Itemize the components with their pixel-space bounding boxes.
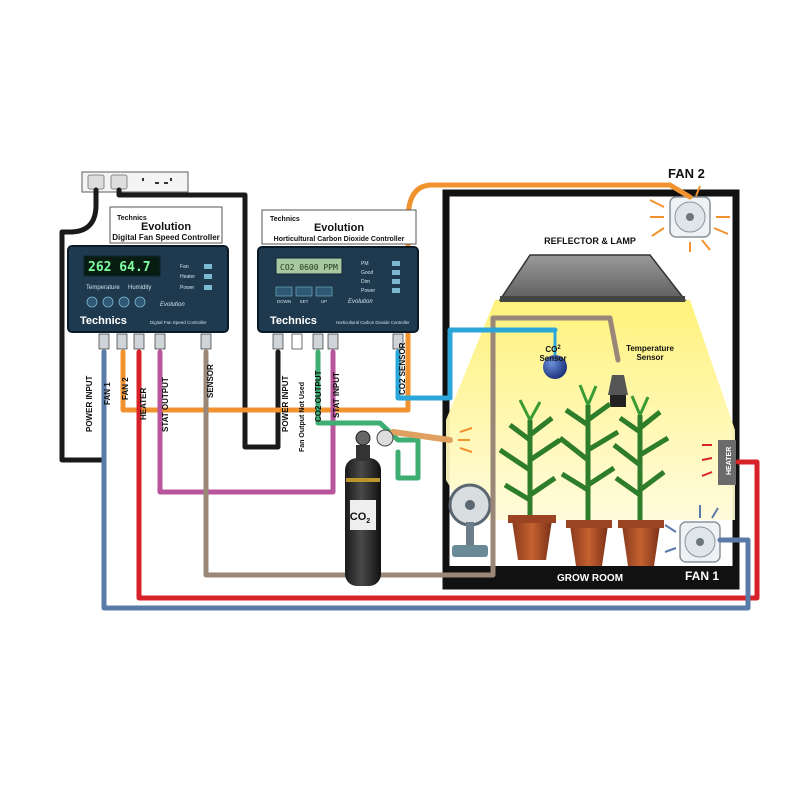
co2-controller-logo: Technics [270, 315, 317, 327]
label-fan-2: FAN 2 [121, 377, 130, 400]
up-button-label: UP [321, 299, 327, 304]
label-fan-1: FAN 1 [103, 382, 112, 405]
co2-controller-ports [272, 333, 404, 350]
plant [612, 395, 670, 566]
fan-controller-brand: Technics [117, 215, 147, 222]
fan-controller-knob[interactable] [118, 296, 130, 308]
set-button-label: SET [300, 299, 309, 304]
power-strip [81, 171, 189, 193]
green-co2-output-cable [315, 349, 421, 481]
up-button[interactable] [315, 286, 333, 297]
co2-outlet-arrows [458, 427, 473, 453]
co2-controller-title: Evolution [314, 222, 364, 234]
plant [498, 399, 562, 560]
fan2-label: FAN 2 [668, 166, 705, 181]
fan2-exhaust: FAN 2 [649, 166, 730, 252]
fan1-label: FAN 1 [685, 569, 719, 583]
fan-controller-ports [98, 333, 212, 350]
label-stat-output: STAT OUTPUT [161, 377, 170, 432]
co2-controller-indicator-dim: Dim [361, 279, 370, 285]
port-power-input-2[interactable] [272, 333, 284, 350]
co2-controller-indicator-ppm: PM [361, 261, 369, 267]
port-co2-sensor[interactable] [392, 333, 404, 350]
co2-controller-indicator-good: Good [361, 270, 373, 276]
fan-controller-subtitle: Digital Fan Speed Controller [112, 233, 220, 242]
red-heater-cable [136, 349, 760, 601]
black-power-cable-2 [116, 187, 281, 450]
down-button-label: DOWN [277, 299, 291, 304]
fan-controller-knobs [86, 296, 146, 308]
port-fan-output-not-used[interactable] [291, 333, 303, 350]
co2-controller-brand: Technics [270, 216, 300, 223]
port-co2-output[interactable] [312, 333, 324, 350]
label-heater: HEATER [139, 387, 148, 420]
fan-controller-logo: Technics [80, 315, 127, 327]
fan1-airflow-arrows [664, 505, 719, 553]
fan-controller-label-temperature: Temperature [86, 285, 120, 291]
fan-controller-knob[interactable] [86, 296, 98, 308]
down-button[interactable] [275, 286, 293, 297]
co2-controller-indicator-power: Power [361, 288, 376, 294]
plants [498, 384, 670, 566]
grey-sensor-cable [203, 315, 621, 578]
label-stat-input: STAT INPUT [332, 372, 341, 418]
co2-tank-label: CO2 [350, 511, 371, 525]
temp-sensor-label-2: Sensor [636, 353, 663, 362]
reflector-lamp: REFLECTOR & LAMP [498, 236, 687, 302]
oscillating-fan [448, 483, 492, 557]
cyan-co2-sensor-cable [395, 327, 558, 401]
temperature-sensor: Temperature Sensor [608, 344, 674, 407]
label-co2-output: CO2 OUTPUT [314, 370, 323, 422]
co2-controller-model: Evolution [348, 299, 373, 305]
co2-sensor: CO2 Sensor [539, 330, 567, 379]
heater: HEATER [701, 440, 736, 485]
co2-tank: CO2 [345, 429, 394, 586]
co2-controller-display: CO2 0600 PPM [280, 263, 338, 272]
fan2-airflow-arrows [649, 185, 730, 252]
fan-controller-knob[interactable] [134, 296, 146, 308]
reflector-label: REFLECTOR & LAMP [544, 236, 636, 246]
grow-room-label: GROW ROOM [557, 573, 623, 584]
heater-arrows [701, 444, 713, 477]
label-power-input-2: POWER INPUT [281, 375, 290, 432]
co2-controller-footer: Horticultural Carbon Dioxide Controller [336, 320, 410, 325]
port-labels: POWER INPUT FAN 1 FAN 2 HEATER STAT OUTP… [85, 342, 407, 452]
fan-controller-model: Evolution [160, 302, 185, 308]
fan-controller-indicator-heater: Heater [180, 274, 195, 280]
co2-sensor-label: CO2 [545, 345, 561, 354]
port-fan-2[interactable] [116, 333, 128, 350]
label-co2-sensor: CO2 SENSOR [398, 342, 407, 395]
plant [558, 384, 620, 566]
co2-gas-line [390, 429, 453, 443]
black-power-cable-1 [59, 187, 107, 463]
port-sensor[interactable] [200, 333, 212, 350]
co2-controller: Technics Evolution Horticultural Carbon … [257, 209, 419, 350]
fan-controller-knob[interactable] [102, 296, 114, 308]
label-sensor: SENSOR [206, 364, 215, 398]
label-power-input-1: POWER INPUT [85, 375, 94, 432]
fan-controller-indicator-fan: Fan [180, 264, 189, 270]
port-stat-output[interactable] [154, 333, 166, 350]
temp-sensor-label-1: Temperature [626, 344, 674, 353]
fan1-intake [664, 505, 721, 563]
set-button[interactable] [295, 286, 313, 297]
port-power-input-1[interactable] [98, 333, 110, 350]
port-stat-input[interactable] [327, 333, 339, 350]
port-heater[interactable] [133, 333, 145, 350]
fan-controller-display: 262 64.7 [88, 260, 151, 275]
co2-sensor-label-2: Sensor [539, 354, 566, 363]
co2-controller-buttons [275, 286, 333, 297]
fan-controller-footer: Digital Fan Speed Controller [150, 320, 207, 325]
fan-controller-title: Evolution [141, 221, 191, 233]
label-fan-output-not-used: Fan Output Not Used [299, 382, 306, 452]
fan-controller-indicator-power: Power [180, 285, 195, 291]
heater-room-label: HEATER [726, 447, 733, 475]
blue-fan1-cable [101, 349, 751, 611]
fan-speed-controller: Technics Evolution Digital Fan Speed Con… [67, 206, 229, 350]
fan-controller-label-humidity: Humidity [128, 285, 151, 291]
co2-controller-subtitle: Horticultural Carbon Dioxide Controller [274, 236, 405, 243]
